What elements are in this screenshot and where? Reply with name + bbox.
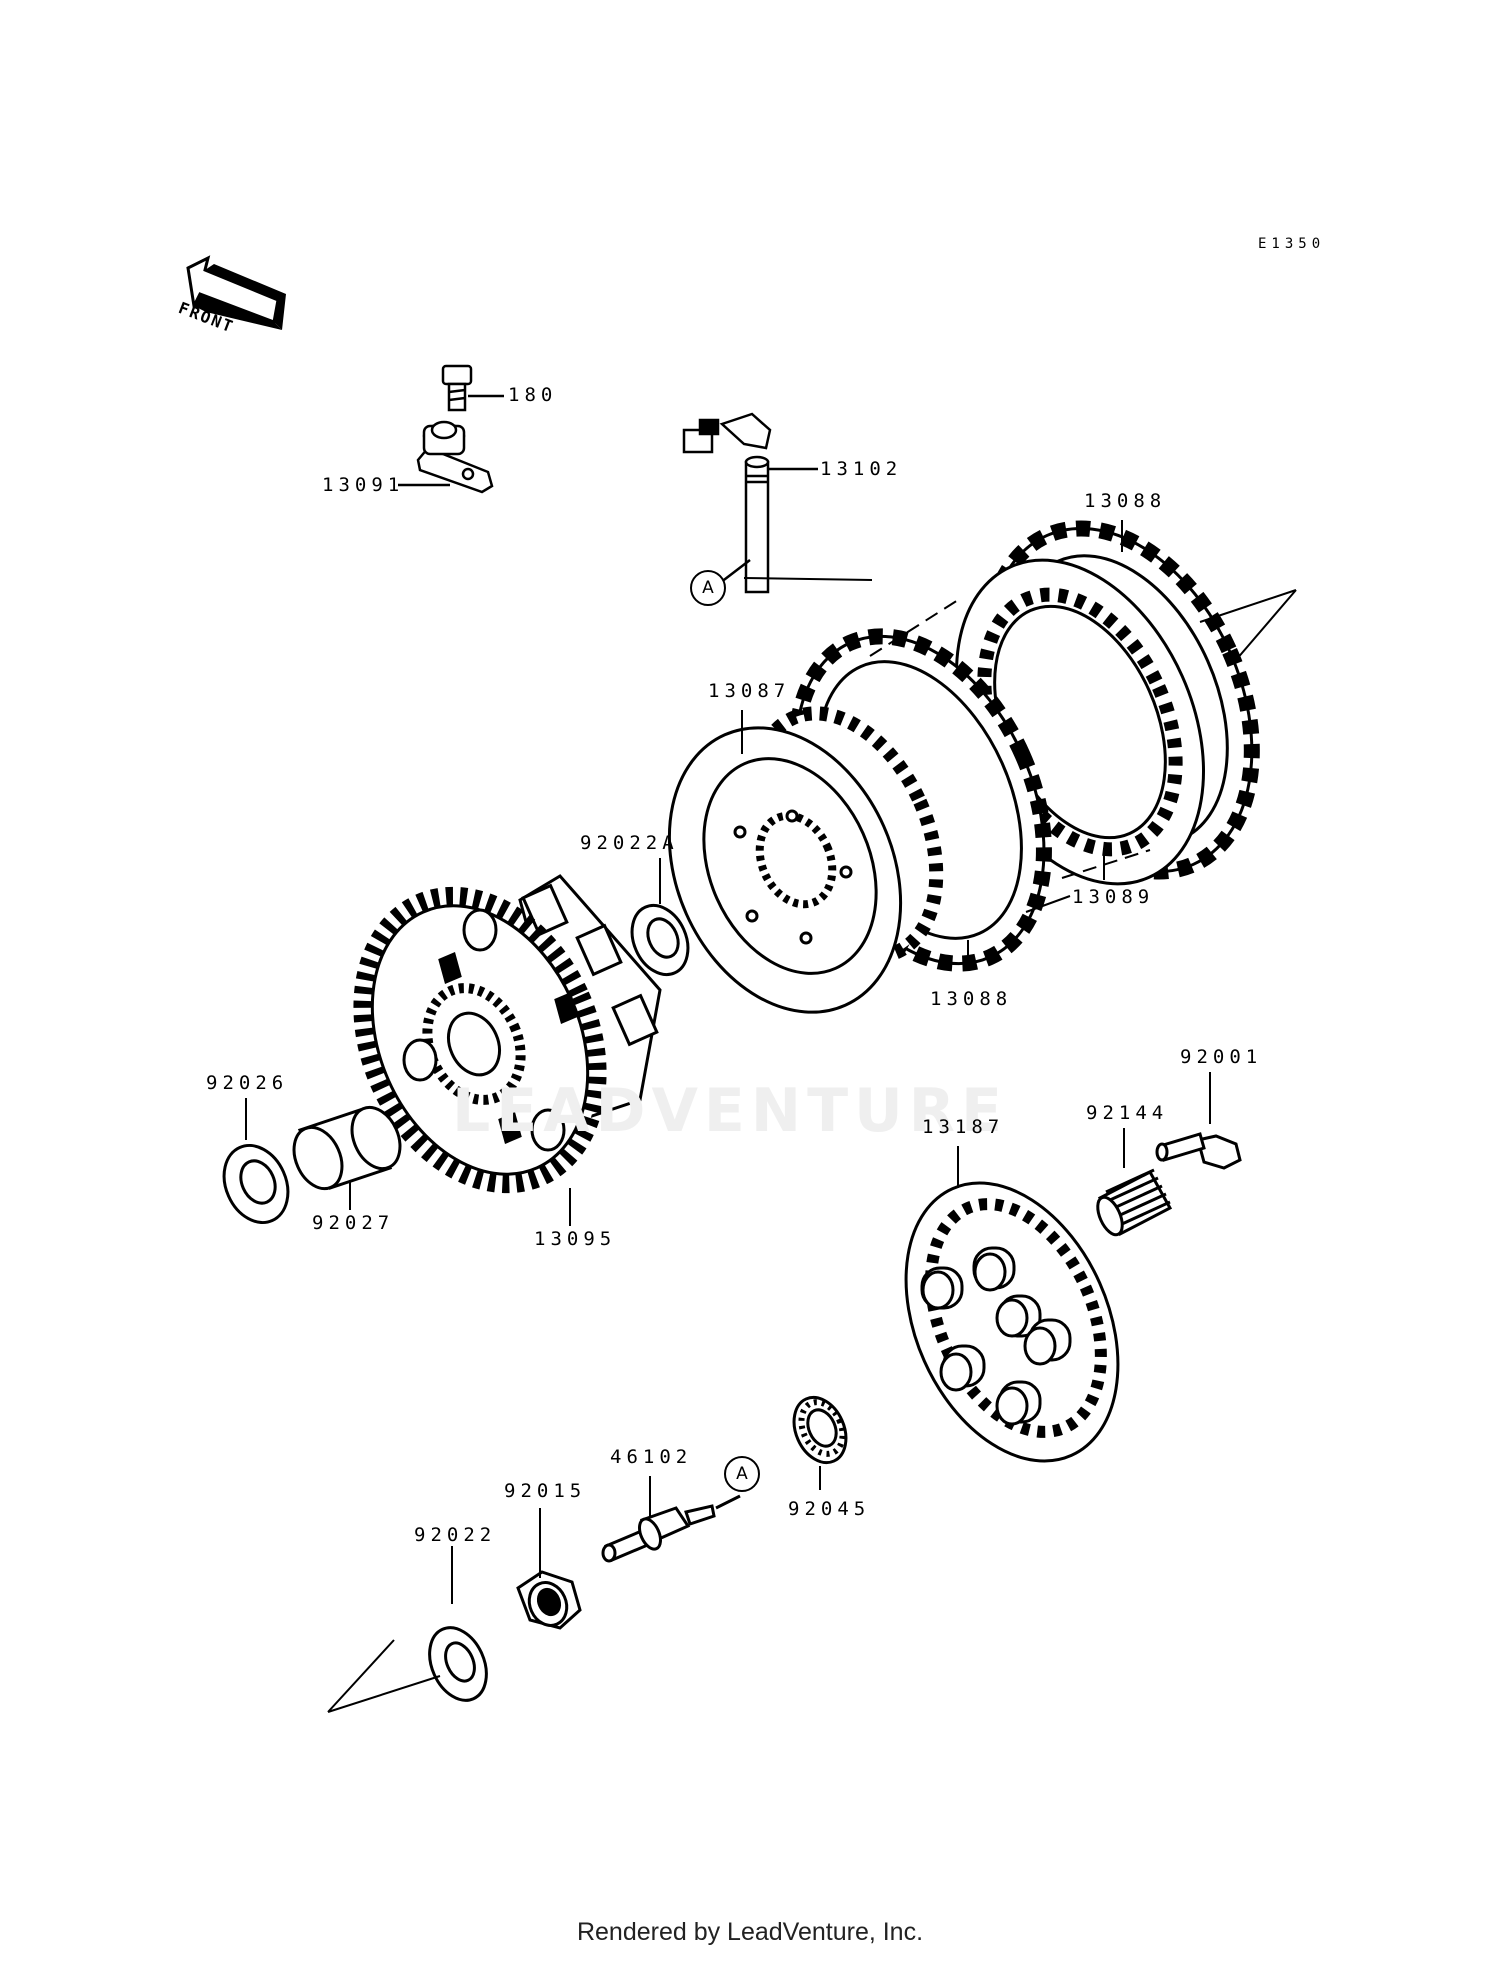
bolt-180-drawing — [441, 364, 504, 412]
pressure-plate-13187-drawing — [904, 1181, 1120, 1463]
bracket-13091-drawing — [398, 420, 494, 494]
part-label-92144[interactable]: 92144 — [1086, 1102, 1169, 1124]
shaft-13102-drawing — [682, 412, 818, 594]
ref-marker-a-top: A — [690, 570, 726, 606]
part-label-92045[interactable]: 92045 — [788, 1498, 871, 1520]
washer-92026-drawing — [222, 1143, 290, 1225]
part-label-92026[interactable]: 92026 — [206, 1072, 289, 1094]
washer-92022-drawing — [428, 1626, 488, 1702]
part-label-92022A[interactable]: 92022A — [580, 832, 679, 854]
bearing-92045-drawing — [792, 1395, 848, 1465]
footer-credit: Rendered by LeadVenture, Inc. — [576, 1918, 924, 1946]
collar-92027-drawing — [292, 1105, 402, 1191]
part-label-180[interactable]: 180 — [508, 384, 558, 406]
pushrod-46102-drawing — [601, 1494, 741, 1563]
part-label-13087[interactable]: 13087 — [708, 680, 791, 702]
part-label-13095[interactable]: 13095 — [534, 1228, 617, 1250]
washer-92022A-drawing — [630, 903, 690, 977]
part-label-92015[interactable]: 92015 — [504, 1480, 587, 1502]
watermark: LEADVENTURE — [452, 1076, 1008, 1146]
part-label-46102[interactable]: 46102 — [610, 1446, 693, 1468]
clutch-housing-13095-drawing — [353, 874, 662, 1194]
part-label-13088-top[interactable]: 13088 — [1084, 490, 1167, 512]
bolt-92001-drawing — [1155, 1132, 1242, 1170]
part-label-13187[interactable]: 13187 — [922, 1116, 1005, 1138]
nut-92015-drawing — [516, 1570, 582, 1630]
leader-lines — [245, 520, 1297, 1713]
part-label-92027[interactable]: 92027 — [312, 1212, 395, 1234]
clutch-hub-13087-drawing — [667, 706, 944, 1014]
part-label-92001[interactable]: 92001 — [1180, 1046, 1263, 1068]
spring-92144-drawing — [1096, 1168, 1173, 1237]
part-label-13102[interactable]: 13102 — [820, 458, 903, 480]
diagram-code: E1350 — [1258, 236, 1326, 252]
part-label-13089[interactable]: 13089 — [1072, 886, 1155, 908]
ref-marker-a-bottom: A — [724, 1456, 760, 1492]
part-label-92022[interactable]: 92022 — [414, 1524, 497, 1546]
part-label-13088-lower[interactable]: 13088 — [930, 988, 1013, 1010]
part-label-13091[interactable]: 13091 — [322, 474, 405, 496]
front-arrow-icon — [186, 255, 286, 330]
